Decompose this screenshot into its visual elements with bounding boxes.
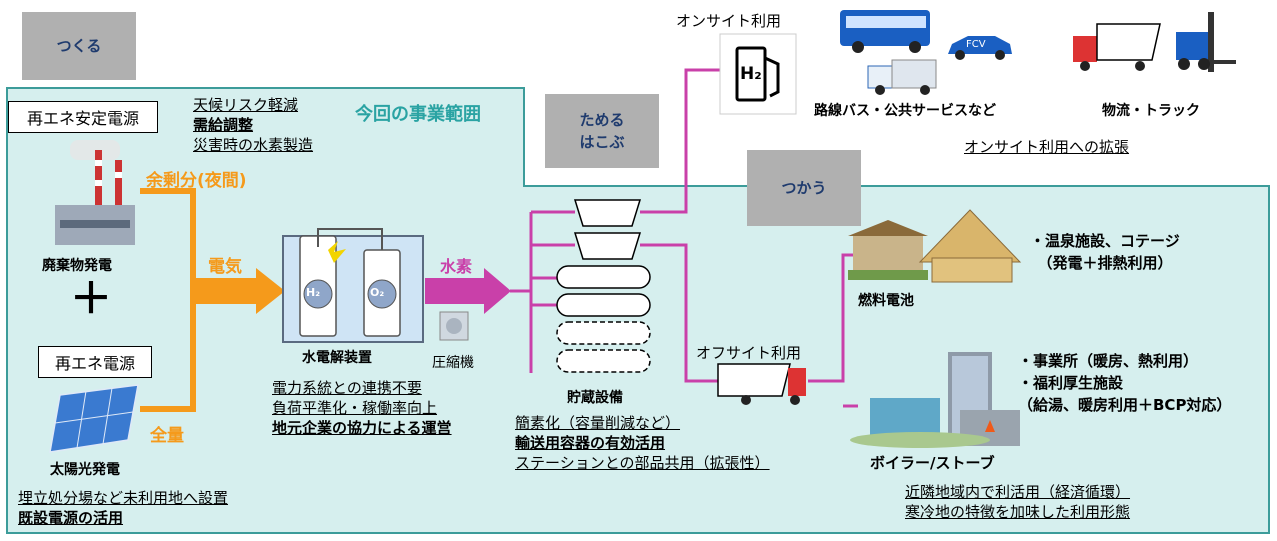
electrolyzer-label: 水電解装置 [302,350,372,366]
plus-sign: ＋ [70,274,113,323]
total-label: 全量 [150,426,184,446]
note-item: 埋立処分場など未利用地へ設置 [18,489,229,507]
benefits-top: 天候リスク軽減 需給調整 災害時の水素製造 [193,95,313,155]
onsite-expansion: オンサイト利用への拡張 [964,138,1130,156]
hydrogen-label: 水素 [440,257,473,276]
fcv-label: FCV [966,39,986,50]
note-item: 輸送用容器の有効活用 [515,434,666,452]
benefit-item: 天候リスク軽減 [193,96,299,114]
offsite-truck-icon [717,363,806,405]
boiler-uses: ・事業所（暖房、熱利用） ・福利厚生施設 （給湯、暖房利用＋BCP対応） [1018,352,1232,414]
compressor-label: 圧縮機 [432,355,474,371]
note-item: 地元企業の協力による運営 [272,419,452,437]
surplus-label: 余剰分(夜間) [146,171,247,191]
truck-caption: 物流・トラック [1102,103,1200,119]
note-item: 寒冷地の特徴を加味した利用形態 [905,503,1131,521]
benefit-item: 需給調整 [193,116,254,134]
truck-icon [1073,23,1161,71]
note-item: 近隣地域内で利活用（経済循環） [905,483,1131,501]
boiler-label: ボイラー/ストーブ [870,454,995,472]
benefit-item: 災害時の水素製造 [193,136,314,154]
solar-panel-icon [49,384,139,453]
hydrogen-arrow [425,268,511,314]
storage-notes: 簡素化（容量削減など） 輸送用容器の有効活用 ステーションとの部品共用（拡張性） [515,413,770,473]
forklift-icon [1176,12,1236,72]
waste-plant-label: 廃棄物発電 [42,258,112,274]
header-store: ためる はこぶ [545,94,659,168]
o2-label: O₂ [370,286,385,299]
office-buildings-icon [850,352,1020,448]
fuel-cell-label: 燃料電池 [858,293,914,309]
source-notes: 埋立処分場など未利用地へ設置 既設電源の活用 [18,488,228,528]
solar-plant-label: 太陽光発電 [50,462,120,478]
fuel-cell-uses: ・温泉施設、コテージ （発電＋排熱利用） [1030,232,1180,272]
orange-lines [140,188,196,412]
note-item: 既設電源の活用 [18,509,124,527]
renewable-source-box: 再エネ電源 [38,346,152,378]
h2-pump-label: H₂ [740,64,762,84]
electricity-label: 電気 [208,257,242,277]
h2-label: H₂ [306,286,321,299]
electric-arrow [190,268,285,314]
pipes [510,68,858,408]
electrolyzer-notes: 電力系統との連携不要 負荷平準化・稼働率向上 地元企業の協力による運営 [272,378,452,438]
bus-caption: 路線バス・公共サービスなど [814,103,996,119]
scope-title: 今回の事業範囲 [355,104,481,125]
boiler-notes: 近隣地域内で利活用（経済循環） 寒冷地の特徴を加味した利用形態 [905,482,1130,522]
offsite-label: オフサイト利用 [696,344,802,362]
storage-label: 貯蔵設備 [567,390,623,406]
cottage-icon [918,209,1022,283]
header-use: つかう [747,150,861,226]
bus-icon [840,10,930,53]
hot-spring-facility-icon [848,220,928,280]
note-item: ステーションとの部品共用（拡張性） [515,454,770,472]
stable-source-box: 再エネ安定電源 [8,101,158,133]
h2-pump-icon [719,33,797,115]
electrolyzer-device [282,228,424,343]
garbage-truck-icon [867,59,937,95]
waste-plant-icon [55,140,135,245]
storage-containers [556,199,651,373]
note-item: 電力系統との連携不要 [272,379,422,397]
fcv-car-icon [948,36,1012,60]
header-make: つくる [22,12,136,80]
onsite-label: オンサイト利用 [676,12,782,30]
note-item: 負荷平準化・稼働率向上 [272,399,438,417]
note-item: 簡素化（容量削減など） [515,414,681,432]
compressor-icon [439,311,469,341]
